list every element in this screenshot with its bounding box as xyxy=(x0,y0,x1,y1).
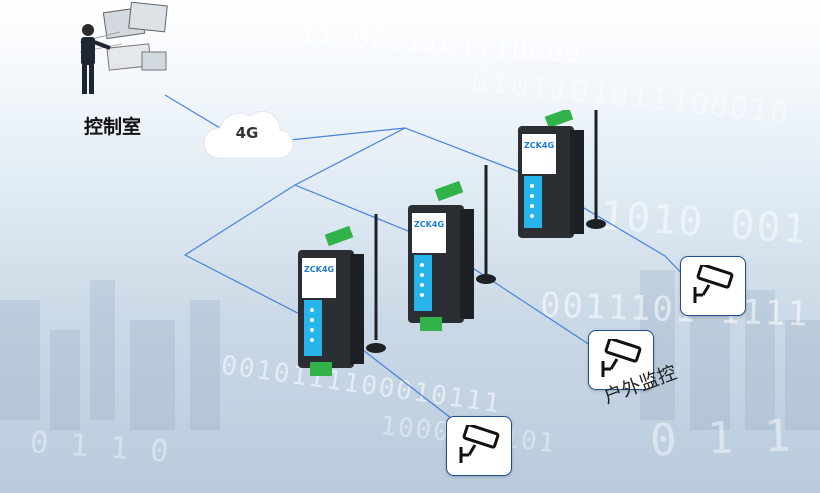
camera-box-1 xyxy=(680,256,746,316)
camera-icon xyxy=(459,425,500,463)
router-3-brand: ZCK4G xyxy=(524,141,554,150)
router-1-brand: ZCK4G xyxy=(304,265,334,274)
camera-icon xyxy=(601,339,642,377)
cloud-icon xyxy=(203,110,294,159)
cloud-4g: 4G xyxy=(200,102,294,164)
router-3: ZCK4G xyxy=(518,110,606,238)
camera-icon xyxy=(693,265,734,303)
camera-box-3 xyxy=(446,416,512,476)
operator-icon xyxy=(79,2,168,94)
router-2: ZCK4G xyxy=(408,165,496,331)
router-2-brand: ZCK4G xyxy=(414,220,444,229)
camera-box-2 xyxy=(588,330,654,390)
control-room-label: 控制室 xyxy=(84,116,142,138)
link-router-1-to-camera-1 xyxy=(183,127,461,426)
router-1: ZCK4G xyxy=(298,214,386,376)
network-label: 4G xyxy=(235,124,259,142)
